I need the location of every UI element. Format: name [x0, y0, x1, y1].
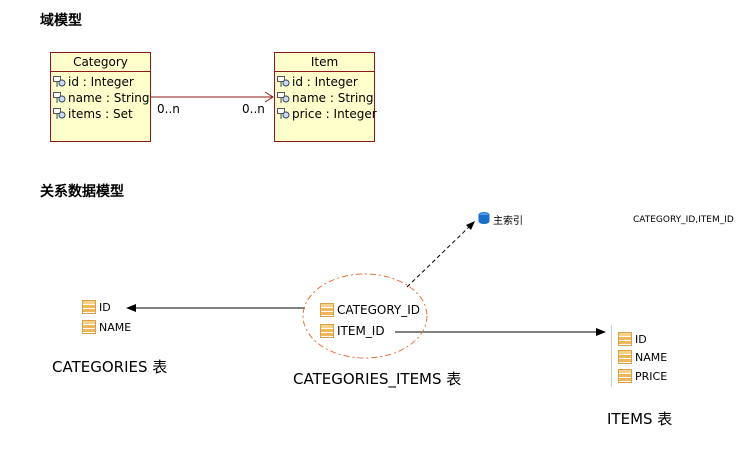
items-column: NAME: [618, 350, 667, 364]
relational-model-heading: 关系数据模型: [40, 184, 124, 200]
domain-model-heading: 域模型: [40, 13, 82, 29]
right-multiplicity: 0..n: [242, 102, 265, 116]
column-icon: [320, 324, 334, 338]
items-table-label: ITEMS 表: [607, 410, 673, 428]
primary-key-line: [406, 226, 470, 288]
attribute-key-icon: [53, 76, 67, 88]
column-icon: [618, 332, 632, 346]
item-attribute: id : Integer: [277, 74, 372, 90]
category-class-name: Category: [51, 53, 150, 72]
item-attribute: name : String: [277, 90, 374, 106]
item-class-name: Item: [275, 53, 374, 72]
column-icon: [320, 303, 334, 317]
join-column: ITEM_ID: [320, 324, 385, 338]
categories-column: NAME: [82, 320, 131, 334]
item-class: Item id : Integer name : String price : …: [274, 52, 377, 142]
column-icon: [618, 350, 632, 364]
left-multiplicity: 0..n: [157, 102, 180, 116]
attribute-key-icon: [277, 108, 291, 120]
attribute-key-icon: [53, 92, 67, 104]
attribute-key-icon: [277, 76, 291, 88]
database-icon: [478, 212, 490, 227]
category-attribute: id : Integer: [53, 74, 148, 90]
primary-key-arrowhead: [466, 221, 475, 230]
attribute-key-icon: [277, 92, 291, 104]
items-column: PRICE: [618, 369, 667, 383]
attribute-key-icon: [53, 108, 67, 120]
fk-category-arrowhead: [126, 304, 136, 312]
column-icon: [618, 369, 632, 383]
category-class: Category id : Integer name : String item…: [50, 52, 151, 142]
items-column: ID: [618, 332, 647, 346]
primary-key-label: 主索引: [478, 212, 523, 227]
association-arrowhead: [264, 91, 274, 103]
category-attribute: items : Set: [53, 106, 148, 122]
categories-table-label: CATEGORIES 表: [52, 358, 168, 376]
highlight-ellipse: [302, 273, 428, 359]
items-table-bracket: [611, 325, 615, 387]
item-attribute: price : Integer: [277, 106, 377, 122]
primary-key-columns: CATEGORY_ID,ITEM_ID: [633, 215, 734, 225]
column-icon: [82, 320, 96, 334]
join-table-label: CATEGORIES_ITEMS 表: [293, 370, 462, 388]
column-icon: [82, 300, 96, 314]
category-attribute: name : String: [53, 90, 150, 106]
categories-column: ID: [82, 300, 111, 314]
join-column: CATEGORY_ID: [320, 303, 420, 317]
fk-item-arrowhead: [596, 328, 606, 336]
